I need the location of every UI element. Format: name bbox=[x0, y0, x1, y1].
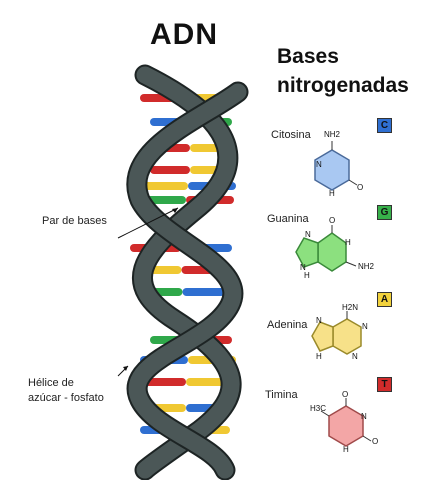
adenine-atom-n4: H bbox=[316, 352, 322, 361]
base-pair-segment bbox=[150, 166, 190, 174]
adenine-atom-n3: N bbox=[352, 352, 358, 361]
thymine-atom-mid: N bbox=[361, 412, 367, 421]
base-pair-segment bbox=[182, 288, 225, 296]
backbone-label: Hélice de azúcar - fosfato bbox=[28, 376, 104, 406]
cytosine-atom-mid: N bbox=[316, 160, 322, 169]
thymine-atom-top: O bbox=[342, 390, 349, 399]
base-pair-segment bbox=[140, 182, 188, 190]
badge-t: T bbox=[377, 377, 392, 392]
adenine-atom-top: H2N bbox=[342, 303, 359, 312]
guanine-atom-side: NH2 bbox=[358, 262, 375, 271]
base-pair-segment bbox=[190, 144, 222, 152]
bases-heading-line2: nitrogenadas bbox=[277, 74, 409, 97]
guanine-atom-n4: H bbox=[304, 271, 310, 280]
cytosine-structure bbox=[314, 141, 358, 191]
badge-g: G bbox=[377, 205, 392, 220]
base-pair-segment bbox=[140, 378, 186, 386]
guanine-atom-top: O bbox=[329, 216, 336, 225]
base-pair-label: Par de bases bbox=[42, 215, 107, 227]
base-name-adenine: Adenina bbox=[267, 319, 308, 331]
adenine-atom-n2: N bbox=[316, 316, 322, 325]
cytosine-atom-top: NH2 bbox=[324, 130, 341, 139]
thymine-structure bbox=[320, 398, 372, 447]
guanine-structure bbox=[295, 225, 357, 272]
guanine-atom-n1: N bbox=[305, 230, 311, 239]
adenine-atom-n1: N bbox=[362, 322, 368, 331]
base-name-cytosine: Citosina bbox=[271, 129, 311, 141]
backbone-label-line1: Hélice de bbox=[28, 377, 74, 389]
base-pair-pointer bbox=[117, 207, 179, 239]
base-name-thymine: Timina bbox=[265, 389, 298, 401]
thymine-atom-bottom: H bbox=[343, 445, 349, 454]
page-title: ADN bbox=[150, 18, 218, 51]
guanine-atom-n3: H bbox=[345, 238, 351, 247]
badge-a: A bbox=[377, 292, 392, 307]
thymine-atom-side: O bbox=[372, 437, 379, 446]
badge-c: C bbox=[377, 118, 392, 133]
cytosine-atom-bottom: H bbox=[329, 189, 335, 198]
backbone-label-line2: azúcar - fosfato bbox=[28, 392, 104, 404]
bases-heading: Bases nitrogenadas bbox=[277, 42, 409, 100]
cytosine-atom-side: O bbox=[357, 183, 364, 192]
bases-heading-line1: Bases bbox=[277, 45, 339, 68]
guanine-atom-n2: N bbox=[300, 263, 306, 272]
base-name-guanine: Guanina bbox=[267, 213, 309, 225]
adenine-structure bbox=[311, 311, 362, 355]
thymine-atom-methyl: H3C bbox=[310, 404, 327, 413]
